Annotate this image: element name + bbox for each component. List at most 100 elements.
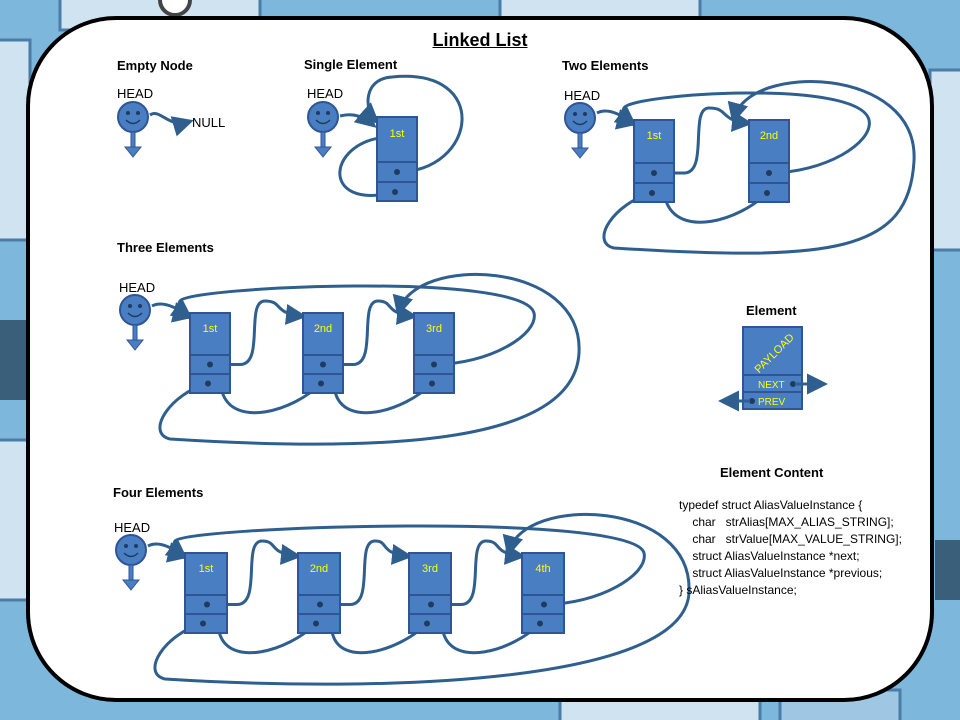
wrap-prev-arrow	[153, 513, 691, 686]
wrap-next-arrow	[165, 524, 646, 606]
head-face-icon	[564, 102, 596, 134]
node-label: 4th	[535, 563, 550, 575]
node-prev-pointer-dot	[537, 620, 543, 627]
code-line: char strValue[MAX_VALUE_STRING];	[679, 532, 902, 546]
head-face-icon	[115, 534, 147, 566]
node-box	[376, 116, 418, 202]
node-label: 2nd	[314, 323, 332, 335]
head-label: HEAD	[114, 520, 151, 535]
node-label: 1st	[647, 130, 662, 142]
head-to-null-arrow	[149, 112, 194, 137]
head-down-arrow-icon	[132, 324, 138, 342]
node-next-pointer-dot	[651, 170, 657, 176]
head-smile-icon	[315, 119, 331, 125]
node-prev-pointer-dot	[649, 190, 655, 196]
head-eye-icon	[126, 111, 130, 115]
head-down-arrow-icon	[128, 564, 134, 582]
head-down-arrow-icon	[577, 132, 583, 150]
node-prev-pointer-dot	[749, 398, 755, 404]
head-eye-icon	[326, 111, 330, 115]
section-element-content-title: Element Content	[720, 465, 824, 480]
next-link-arrow	[320, 539, 413, 606]
head-eye-icon	[583, 112, 587, 116]
next-link-arrow	[207, 539, 302, 606]
head-down-arrow-icon	[121, 579, 141, 591]
node-next-pointer-dot	[320, 361, 326, 368]
head-face-icon	[307, 101, 339, 133]
head-eye-icon	[128, 304, 132, 308]
code-line: struct AliasValueInstance *previous;	[679, 566, 883, 580]
next-link-arrow	[431, 539, 526, 606]
node-next-pointer-dot	[207, 361, 213, 368]
next-link-arrow	[210, 299, 307, 366]
node-prev-pointer-dot	[764, 190, 770, 196]
head-eye-icon	[124, 544, 128, 548]
node-next-pointer-dot	[766, 170, 772, 176]
node-box	[297, 552, 341, 634]
section-single-element-title: Single Element	[304, 57, 398, 72]
node-label: 2nd	[310, 563, 328, 575]
code-line: } sAliasValueInstance;	[679, 583, 797, 597]
node-label: 3rd	[426, 323, 442, 335]
page-title: Linked List	[432, 30, 528, 50]
struct-code-block: typedef struct AliasValueInstance { char…	[679, 497, 902, 599]
wrap-prev-arrow	[158, 273, 581, 446]
node-next-pointer-dot	[431, 361, 437, 368]
node-prev-pointer-dot	[200, 620, 206, 627]
head-smile-icon	[123, 552, 139, 558]
head-smile-icon	[125, 119, 141, 125]
head-eye-icon	[136, 111, 140, 115]
head-eye-icon	[138, 304, 142, 308]
section-element-title: Element	[746, 303, 797, 318]
null-label: NULL	[192, 115, 226, 130]
node-next-pointer-dot	[428, 601, 434, 608]
section-three-elements-title: Three Elements	[117, 240, 214, 255]
head-smile-icon	[127, 312, 143, 318]
node-prev-pointer-dot	[429, 380, 435, 387]
wrap-next-arrow	[614, 91, 871, 175]
node-next-pointer-dot	[541, 601, 547, 608]
head-down-arrow-icon	[570, 147, 590, 159]
node-label: 3rd	[422, 563, 438, 575]
head-face-icon	[119, 294, 151, 326]
legend-prev-label: PREV	[758, 397, 786, 408]
head-label: HEAD	[119, 280, 156, 295]
node-box	[408, 552, 452, 634]
head-down-arrow-icon	[313, 146, 333, 158]
node-next-pointer-dot	[317, 601, 323, 608]
node-box	[302, 312, 344, 394]
head-link-arrow	[339, 106, 377, 128]
node-box	[521, 552, 565, 634]
node-prev-pointer-dot	[313, 620, 319, 627]
node-box	[184, 552, 228, 634]
head-label: HEAD	[117, 86, 154, 101]
wrap-next-arrow	[356, 74, 464, 174]
head-label: HEAD	[307, 86, 344, 101]
node-next-pointer-dot	[790, 381, 796, 387]
node-prev-pointer-dot	[205, 380, 211, 387]
node-prev-pointer-dot	[392, 189, 398, 195]
node-box	[748, 119, 790, 203]
wrap-prev-arrow	[338, 126, 398, 197]
legend-next-label: NEXT	[758, 380, 785, 391]
node-next-pointer-dot	[204, 601, 210, 608]
section-two-elements-title: Two Elements	[562, 58, 649, 73]
head-eye-icon	[134, 544, 138, 548]
node-prev-pointer-dot	[318, 380, 324, 387]
node-label: 2nd	[760, 130, 778, 142]
head-eye-icon	[573, 112, 577, 116]
node-label: 1st	[203, 323, 218, 335]
head-down-arrow-icon	[125, 339, 145, 351]
legend-node-box	[742, 326, 803, 410]
section-four-elements-title: Four Elements	[113, 485, 204, 500]
head-eye-icon	[316, 111, 320, 115]
head-down-arrow-icon	[130, 131, 136, 149]
node-box	[633, 119, 675, 203]
node-label: 1st	[390, 128, 405, 140]
section-empty-node-title: Empty Node	[117, 58, 193, 73]
head-label: HEAD	[564, 88, 601, 103]
node-box	[189, 312, 231, 394]
code-line: struct AliasValueInstance *next;	[679, 549, 860, 563]
head-down-arrow-icon	[320, 131, 326, 149]
